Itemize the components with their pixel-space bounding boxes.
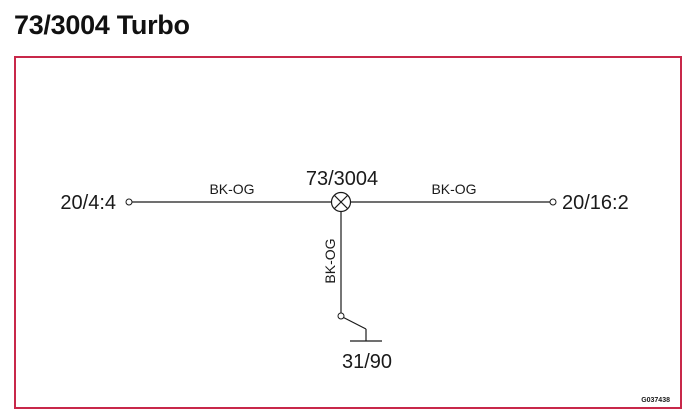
connector-left-label: 20/4:4: [60, 192, 116, 214]
wire-right-color-label: BK-OG: [431, 181, 476, 197]
wire-down-color-label: BK-OG: [322, 238, 338, 283]
ground-connector-label: 31/90: [342, 351, 392, 373]
diagram-frame: [14, 56, 682, 409]
component-label: 73/3004: [306, 168, 378, 190]
drawing-code-label: G037438: [641, 397, 670, 404]
ground-symbol-icon: [337, 312, 382, 342]
connector-right-label: 20/16:2: [562, 192, 629, 214]
terminal-left-icon: [125, 198, 133, 206]
terminal-right-icon: [549, 198, 557, 206]
page-title: 73/3004 Turbo: [14, 10, 190, 40]
sensor-symbol-icon: [330, 191, 352, 213]
wire-left-color-label: BK-OG: [209, 181, 254, 197]
